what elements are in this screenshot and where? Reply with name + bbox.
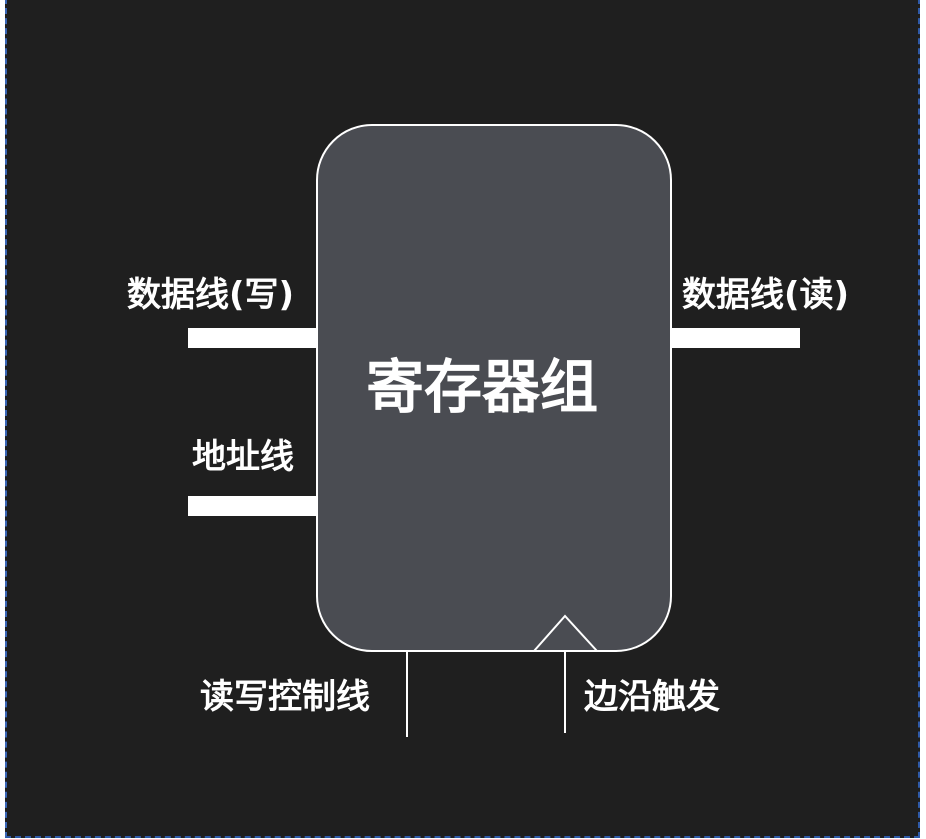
rw-control-label: 读写控制线 [200, 677, 370, 717]
address-bus [188, 496, 317, 516]
data-read-label: 数据线(读) [682, 275, 850, 315]
data-write-label: 数据线(写) [127, 275, 295, 315]
register-file-box [316, 124, 672, 652]
data-read-bus [671, 328, 800, 348]
address-label: 地址线 [192, 437, 294, 477]
register-file-title: 寄存器组 [366, 353, 599, 421]
data-write-bus [188, 328, 317, 348]
clock-triangle-icon [533, 614, 598, 652]
edge-trigger-label: 边沿触发 [584, 677, 720, 717]
